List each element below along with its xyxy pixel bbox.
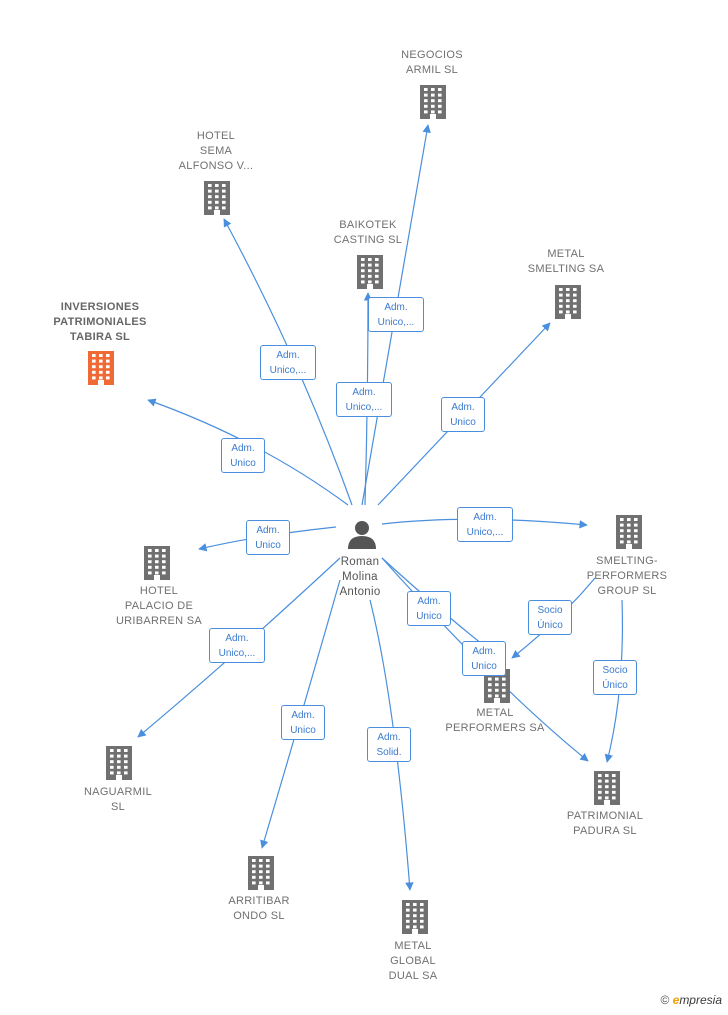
edge-label-negocios[interactable]: Adm. Unico,... (368, 297, 424, 332)
edge-label-patrimonial-padura[interactable]: Adm. Unico (462, 641, 506, 676)
edge-person-to-metal-global (369, 599, 414, 891)
edge-label-hotel-palacio[interactable]: Adm. Unico (246, 520, 290, 555)
edge-label-metal-performers[interactable]: Adm. Unico (407, 591, 451, 626)
building-icon-patrimonial-padura[interactable] (594, 771, 620, 805)
edge-label-arritibar[interactable]: Adm. Unico (281, 705, 325, 740)
edge-label-hotel-sema[interactable]: Adm. Unico,... (260, 345, 316, 380)
edge-label-inversiones[interactable]: Adm. Unico (221, 438, 265, 473)
company-label-negocios[interactable]: NEGOCIOS ARMIL SL (401, 49, 463, 76)
person-label[interactable]: Roman Molina Antonio (339, 556, 381, 598)
building-icon-arritibar[interactable] (248, 856, 274, 890)
company-label-metal-performers[interactable]: METAL PERFORMERS SA (445, 707, 545, 734)
empresia-logo[interactable]: empresia (672, 993, 722, 1007)
building-icon-negocios[interactable] (420, 85, 446, 119)
company-label-metal-smelting[interactable]: METAL SMELTING SA (527, 248, 605, 275)
footer-credit: © empresia (660, 993, 722, 1007)
building-icon-hotel-sema[interactable] (204, 181, 230, 215)
edge-label-baikotek[interactable]: Adm. Unico,... (336, 382, 392, 417)
nodes-layer (88, 85, 642, 934)
company-label-naguarmil[interactable]: NAGUARMIL SL (83, 786, 153, 813)
building-icon-metal-global[interactable] (402, 900, 428, 934)
edge-label-smelting-performers[interactable]: Adm. Unico,... (457, 507, 513, 542)
edge-label-patrimonial-padura[interactable]: Socio Único (593, 660, 637, 695)
company-label-smelting-performers[interactable]: SMELTING- PERFORMERS GROUP SL (586, 554, 668, 597)
edge-label-metal-global[interactable]: Adm. Solid. (367, 727, 411, 762)
company-label-hotel-palacio[interactable]: HOTEL PALACIO DE URIBARREN SA (115, 584, 203, 627)
building-icon-naguarmil[interactable] (106, 746, 132, 780)
building-icon-hotel-palacio[interactable] (144, 546, 170, 580)
copyright-symbol: © (660, 993, 670, 1007)
company-label-arritibar[interactable]: ARRITIBAR ONDO SL (228, 895, 290, 922)
company-label-patrimonial-padura[interactable]: PATRIMONIAL PADURA SL (566, 810, 644, 837)
person-icon[interactable] (348, 521, 376, 549)
edge-label-metal-performers[interactable]: Socio Único (528, 600, 572, 635)
building-icon-smelting-performers[interactable] (616, 515, 642, 549)
company-label-hotel-sema[interactable]: HOTEL SEMA ALFONSO V... (178, 129, 254, 172)
building-icon-inversiones[interactable] (88, 351, 114, 385)
company-label-baikotek[interactable]: BAIKOTEK CASTING SL (333, 219, 403, 246)
building-icon-baikotek[interactable] (357, 255, 383, 289)
company-label-metal-global[interactable]: METAL GLOBAL DUAL SA (388, 939, 438, 982)
edge-label-metal-smelting[interactable]: Adm. Unico (441, 397, 485, 432)
edge-label-naguarmil[interactable]: Adm. Unico,... (209, 628, 265, 663)
building-icon-metal-smelting[interactable] (555, 285, 581, 319)
company-label-inversiones[interactable]: INVERSIONES PATRIMONIALES TABIRA SL (53, 300, 147, 343)
